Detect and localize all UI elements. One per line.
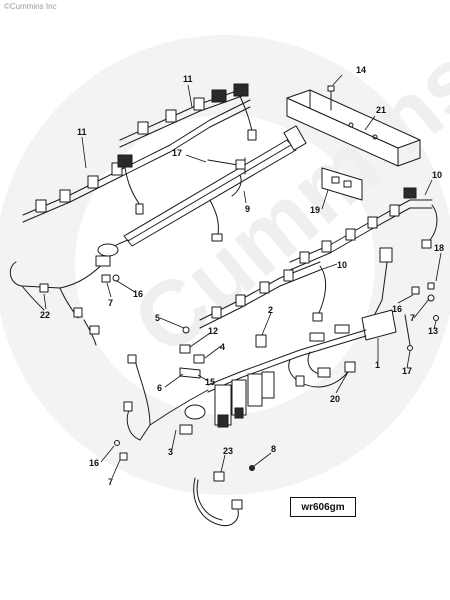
sensor-harness-20 [295,361,356,388]
leader-lines [43,74,442,479]
ecm-harness-1 [207,247,413,393]
injector-harness-10b [199,261,327,329]
jumper-harness-23 [193,471,243,527]
callout-21: 21 [376,105,386,115]
lower-harness-3 [123,354,275,441]
callout-7: 7 [410,313,415,323]
callout-23: 23 [223,446,233,456]
sensor-17-upper [207,157,246,175]
callout-10: 10 [337,260,347,270]
callout-1: 1 [375,360,380,370]
harness-22 [9,255,111,346]
callout-16: 16 [392,304,402,314]
callout-16: 16 [133,289,143,299]
callout-11: 11 [183,74,193,84]
callout-3: 3 [168,447,173,457]
callout-15: 15 [205,377,215,387]
callout-16: 16 [89,458,99,468]
bolt-14 [327,85,335,111]
callout-8: 8 [271,444,276,454]
callout-9: 9 [245,204,250,214]
copyright-notice: ©Cummins Inc [4,2,57,11]
callout-5: 5 [155,313,160,323]
rail-harness-9 [97,125,307,259]
callout-22: 22 [40,310,50,320]
callout-10: 10 [432,170,442,180]
callout-13: 13 [428,326,438,336]
ecm-connector-block [214,371,275,428]
callout-11: 11 [77,127,87,137]
plug-8 [249,465,255,471]
connector-7-16-lower [114,440,128,461]
callout-2: 2 [268,305,273,315]
callout-labels: 14 21 11 11 17 9 19 10 10 18 22 7 16 16 … [40,65,444,487]
injector-harness-10a [289,187,438,271]
callout-18: 18 [434,243,444,253]
injector-harness-11b [119,83,257,148]
small-parts-right [411,282,439,321]
callout-17: 17 [402,366,412,376]
callout-12: 12 [208,326,218,336]
figure-id-label: wr606gm [290,497,356,517]
clamp-group-center [179,326,205,379]
callout-6: 6 [157,383,162,393]
callout-7: 7 [108,298,113,308]
callout-17: 17 [172,148,182,158]
connector-7-16-left [101,274,120,283]
connector-2 [255,334,267,348]
callout-20: 20 [330,394,340,404]
callout-19: 19 [310,205,320,215]
callout-14: 14 [356,65,366,75]
injector-harness-11a [22,99,251,223]
harness-clip-19 [321,167,363,201]
callout-7: 7 [108,477,113,487]
callout-4: 4 [220,342,225,352]
bracket-rail-21 [286,89,421,167]
